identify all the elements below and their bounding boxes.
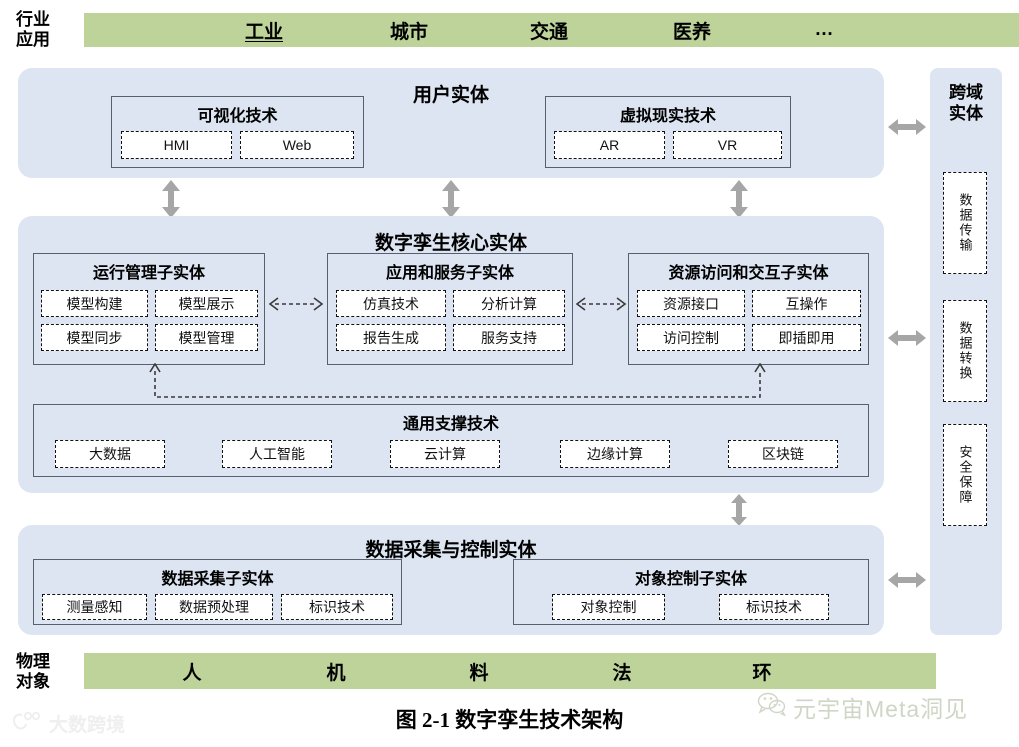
leaf-model-sync[interactable]: 模型同步 — [41, 324, 148, 351]
layer-user-entity-title: 用户实体 — [412, 85, 489, 106]
watermark-dashukuajing: 大数跨境 — [10, 710, 125, 737]
industry-item-0[interactable]: 工业 — [244, 21, 283, 43]
dashukuajing-logo-icon — [10, 711, 44, 737]
physical-item-3[interactable]: 法 — [612, 662, 632, 684]
leaf-data-conversion[interactable]: 数据转换 — [943, 300, 987, 402]
leaf-analysis-compute[interactable]: 分析计算 — [453, 290, 565, 317]
leaf-hmi[interactable]: HMI — [121, 131, 232, 159]
arrow-user-core-middle — [440, 180, 462, 218]
group-data-acquisition-title: 数据采集子实体 — [161, 571, 274, 588]
industry-item-3[interactable]: 医养 — [672, 21, 711, 43]
leaf-object-control[interactable]: 对象控制 — [552, 594, 665, 620]
leaf-interoperation[interactable]: 互操作 — [752, 290, 861, 317]
physical-row-label-line2: 对象 — [16, 672, 50, 691]
leaf-model-construction[interactable]: 模型构建 — [41, 290, 148, 317]
physical-item-2[interactable]: 料 — [469, 662, 489, 684]
arrow-run-to-application — [267, 296, 325, 312]
industry-item-2[interactable]: 交通 — [529, 21, 568, 43]
group-virtual-reality-title: 虚拟现实技术 — [619, 108, 716, 125]
leaf-cloud-computing[interactable]: 云计算 — [390, 440, 500, 468]
physical-item-0[interactable]: 人 — [182, 662, 202, 684]
physical-object-bar: 人 机 料 法 环 — [84, 653, 936, 689]
layer-cross-domain-title-line2: 实体 — [949, 104, 983, 123]
physical-item-4[interactable]: 环 — [752, 662, 772, 684]
arrow-cross-domain-user — [888, 117, 926, 137]
industry-row-label-line2: 应用 — [16, 30, 50, 49]
leaf-simulation-tech[interactable]: 仿真技术 — [336, 290, 446, 317]
industry-item-4: … — [814, 19, 834, 40]
leaf-data-preprocessing[interactable]: 数据预处理 — [155, 594, 273, 620]
leaf-identification-tech-1[interactable]: 标识技术 — [281, 594, 393, 620]
leaf-model-display[interactable]: 模型展示 — [155, 290, 258, 317]
group-general-support-title: 通用支撑技术 — [402, 416, 499, 433]
figure-caption: 图 2-1 数字孪生技术架构 — [395, 708, 624, 732]
industry-application-bar: 工业 城市 交通 医养 … — [84, 13, 1019, 47]
leaf-model-management[interactable]: 模型管理 — [155, 324, 258, 351]
physical-row-label-line1: 物理 — [16, 652, 50, 671]
leaf-report-generation[interactable]: 报告生成 — [336, 324, 446, 351]
arrow-user-core-right — [728, 180, 750, 218]
arrow-core-acquisition — [728, 494, 750, 526]
physical-row-label: 物理 对象 — [16, 652, 70, 692]
leaf-vr[interactable]: VR — [673, 131, 782, 159]
leaf-artificial-intelligence[interactable]: 人工智能 — [222, 440, 332, 468]
leaf-edge-computing[interactable]: 边缘计算 — [560, 440, 670, 468]
leaf-identification-tech-2[interactable]: 标识技术 — [719, 594, 829, 620]
layer-core-entity-title: 数字孪生核心实体 — [374, 233, 527, 254]
leaf-web[interactable]: Web — [240, 131, 354, 159]
watermark-left-label: 大数跨境 — [49, 715, 126, 736]
arrow-user-core-left — [160, 180, 182, 218]
leaf-big-data[interactable]: 大数据 — [55, 440, 165, 468]
layer-cross-domain-title-line1: 跨域 — [949, 83, 983, 102]
leaf-blockchain[interactable]: 区块链 — [728, 440, 838, 468]
watermark-wechat-brand: 元宇宙Meta洞见 — [757, 690, 968, 724]
arrow-cross-domain-acquisition — [888, 570, 926, 590]
leaf-data-transmission[interactable]: 数据传输 — [943, 172, 987, 274]
industry-row-label: 行业 应用 — [16, 10, 70, 50]
leaf-plug-and-play[interactable]: 即插即用 — [752, 324, 861, 351]
physical-item-1[interactable]: 机 — [326, 662, 346, 684]
industry-row-label-line1: 行业 — [16, 10, 50, 29]
wechat-icon — [757, 692, 787, 722]
group-visualization-title: 可视化技术 — [197, 108, 278, 125]
leaf-resource-interface[interactable]: 资源接口 — [637, 290, 745, 317]
group-application-service-title: 应用和服务子实体 — [385, 265, 514, 282]
leaf-security-assurance[interactable]: 安全保障 — [943, 424, 987, 526]
layer-acquisition-entity-title: 数据采集与控制实体 — [365, 540, 537, 561]
arrow-application-to-resource — [574, 296, 628, 312]
group-run-management-title: 运行管理子实体 — [92, 265, 205, 282]
leaf-access-control[interactable]: 访问控制 — [637, 324, 745, 351]
leaf-service-support[interactable]: 服务支持 — [453, 324, 565, 351]
leaf-measurement-sensing[interactable]: 测量感知 — [42, 594, 147, 620]
arrow-cross-domain-core — [888, 328, 926, 348]
industry-item-1[interactable]: 城市 — [389, 21, 428, 43]
group-object-control-title: 对象控制子实体 — [634, 571, 747, 588]
leaf-ar[interactable]: AR — [554, 131, 665, 159]
group-resource-access-title: 资源访问和交互子实体 — [668, 265, 829, 282]
watermark-right-label: 元宇宙Meta洞见 — [793, 696, 969, 722]
arrow-support-feedup — [145, 363, 770, 405]
